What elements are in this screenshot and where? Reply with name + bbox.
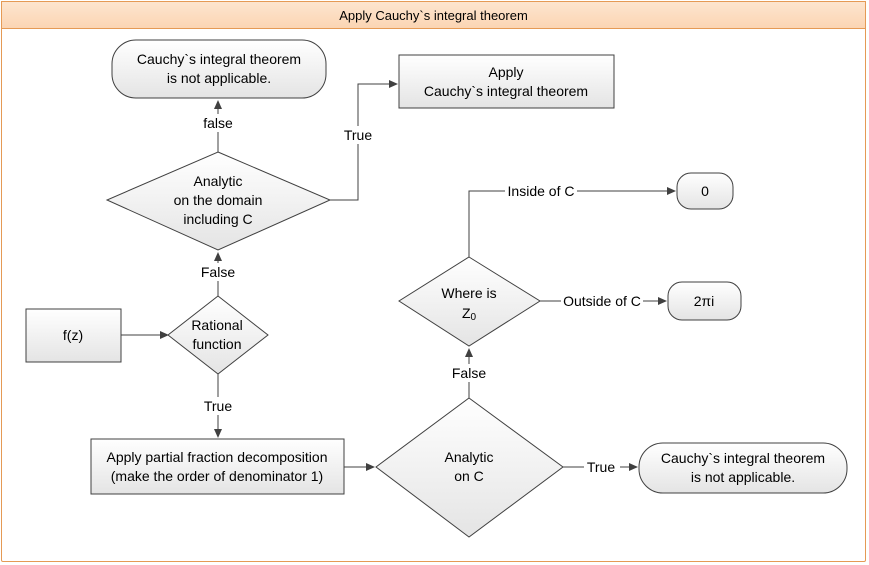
- node-analytic-domain: Analytic on the domain including C: [105, 151, 332, 251]
- node-fz: f(z): [25, 308, 122, 363]
- node-where-is-z: Z: [462, 305, 471, 321]
- node-rational-line1: Rational: [191, 317, 242, 333]
- node-apply-theorem: Apply Cauchy`s integral theorem: [398, 54, 615, 109]
- node-not-applicable-top-line1: Cauchy`s integral theorem: [137, 51, 301, 67]
- node-fz-text: f(z): [63, 327, 83, 343]
- node-partial-line1: Apply partial fraction decomposition: [106, 449, 327, 465]
- node-apply-line2: Cauchy`s integral theorem: [424, 83, 588, 99]
- node-analytic-domain-line1: Analytic: [193, 173, 242, 189]
- node-where-is-subscript: 0: [471, 312, 477, 323]
- node-partial-fraction: Apply partial fraction decomposition (ma…: [90, 438, 345, 495]
- node-analytic-domain-line3: including C: [183, 211, 252, 227]
- diagram-title: Apply Cauchy`s integral theorem: [1, 1, 866, 29]
- node-not-applicable-bottom-line1: Cauchy`s integral theorem: [661, 450, 825, 466]
- label-true-top: True: [344, 127, 372, 143]
- node-not-applicable-bottom: Cauchy`s integral theorem is not applica…: [638, 442, 848, 494]
- node-rational-function: Rational function: [167, 295, 269, 375]
- node-result-2pii: 2πi: [667, 281, 742, 321]
- node-not-applicable-bottom-line2: is not applicable.: [691, 469, 795, 485]
- label-true-analytic-c: True: [587, 459, 615, 475]
- node-not-applicable-top: Cauchy`s integral theorem is not applica…: [111, 39, 327, 99]
- node-analytic-on-c: Analytic on C: [375, 397, 564, 538]
- node-where-is-line1: Where is: [441, 285, 496, 301]
- node-rational-line2: function: [192, 336, 241, 352]
- label-false-top: false: [203, 115, 233, 131]
- node-result-2pii-text: 2πi: [694, 293, 715, 309]
- node-partial-line2: (make the order of denominator 1): [111, 468, 323, 484]
- node-where-is-line2: Z0: [462, 305, 477, 323]
- node-result-zero: 0: [676, 172, 734, 210]
- node-not-applicable-top-line2: is not applicable.: [167, 70, 271, 86]
- node-analytic-c-line1: Analytic: [444, 449, 493, 465]
- label-true-rational: True: [204, 398, 232, 414]
- node-apply-line1: Apply: [488, 64, 523, 80]
- label-false-rational: False: [201, 264, 235, 280]
- label-false-analytic-c: False: [452, 365, 486, 381]
- node-where-is: Where is Z0: [398, 256, 541, 347]
- label-outside: Outside of C: [563, 293, 641, 309]
- node-analytic-c-line2: on C: [454, 468, 484, 484]
- label-inside: Inside of C: [508, 183, 575, 199]
- edge-inside: [468, 187, 676, 257]
- node-analytic-domain-line2: on the domain: [174, 192, 263, 208]
- node-result-zero-text: 0: [701, 183, 709, 199]
